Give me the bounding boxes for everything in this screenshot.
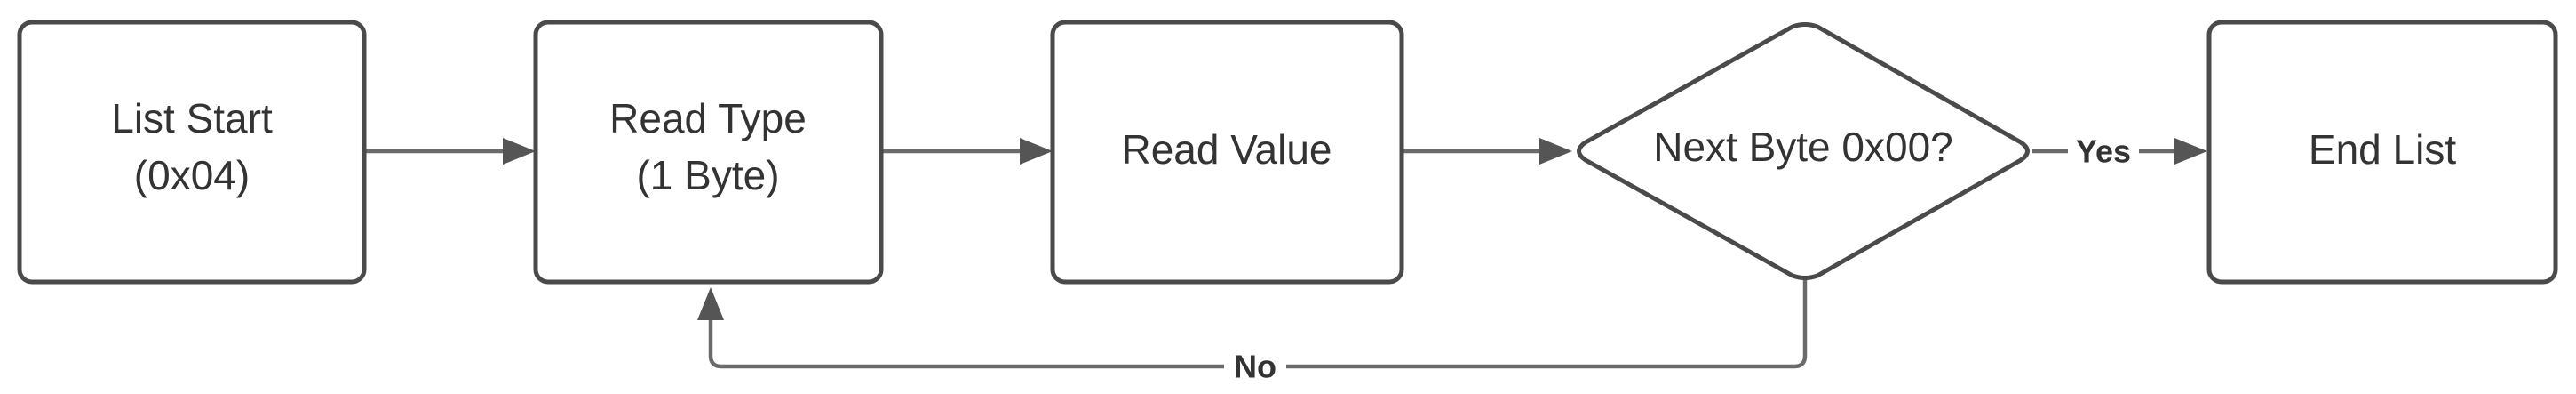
edge-label-yes: Yes: [2076, 133, 2131, 170]
node-list-start: List Start (0x04): [17, 20, 367, 285]
edge-read-type-to-read-value: [881, 138, 1053, 165]
edge-yes-to-end-list: Yes: [2032, 132, 2207, 171]
edge-read-value-to-next-byte-check: [1402, 138, 1572, 165]
node-label: List Start: [111, 95, 273, 141]
node-label: (0x04): [134, 152, 250, 198]
node-label: End List: [2309, 126, 2456, 173]
arrow-head: [1539, 138, 1572, 165]
node-label: Next Byte 0x00?: [1653, 124, 1953, 170]
node-label: Read Type: [609, 95, 807, 141]
arrow-head: [697, 287, 724, 320]
node-read-value: Read Value: [1050, 20, 1404, 285]
node-end-list: End List: [2206, 20, 2558, 285]
arrow-head: [503, 138, 536, 165]
node-label: Read Value: [1122, 126, 1332, 173]
process-box: [533, 20, 884, 285]
edge-list-start-to-read-type: [364, 138, 536, 165]
edge-label-background: [1224, 347, 1286, 386]
arrow-head: [1020, 138, 1053, 165]
process-box: [1050, 20, 1404, 285]
node-label: (1 Byte): [636, 152, 779, 198]
process-box: [17, 20, 367, 285]
node-next-byte-check: Next Byte 0x00?: [1577, 22, 2030, 280]
process-box: [2206, 20, 2558, 285]
arrow-head: [2174, 138, 2207, 165]
decision-diamond: [1577, 22, 2030, 280]
edge-no-loop-to-read-type: No: [697, 280, 1808, 386]
edge-label-no: No: [1234, 349, 1276, 385]
edge-label-background: [2068, 132, 2139, 171]
node-read-type: Read Type (1 Byte): [533, 20, 884, 285]
